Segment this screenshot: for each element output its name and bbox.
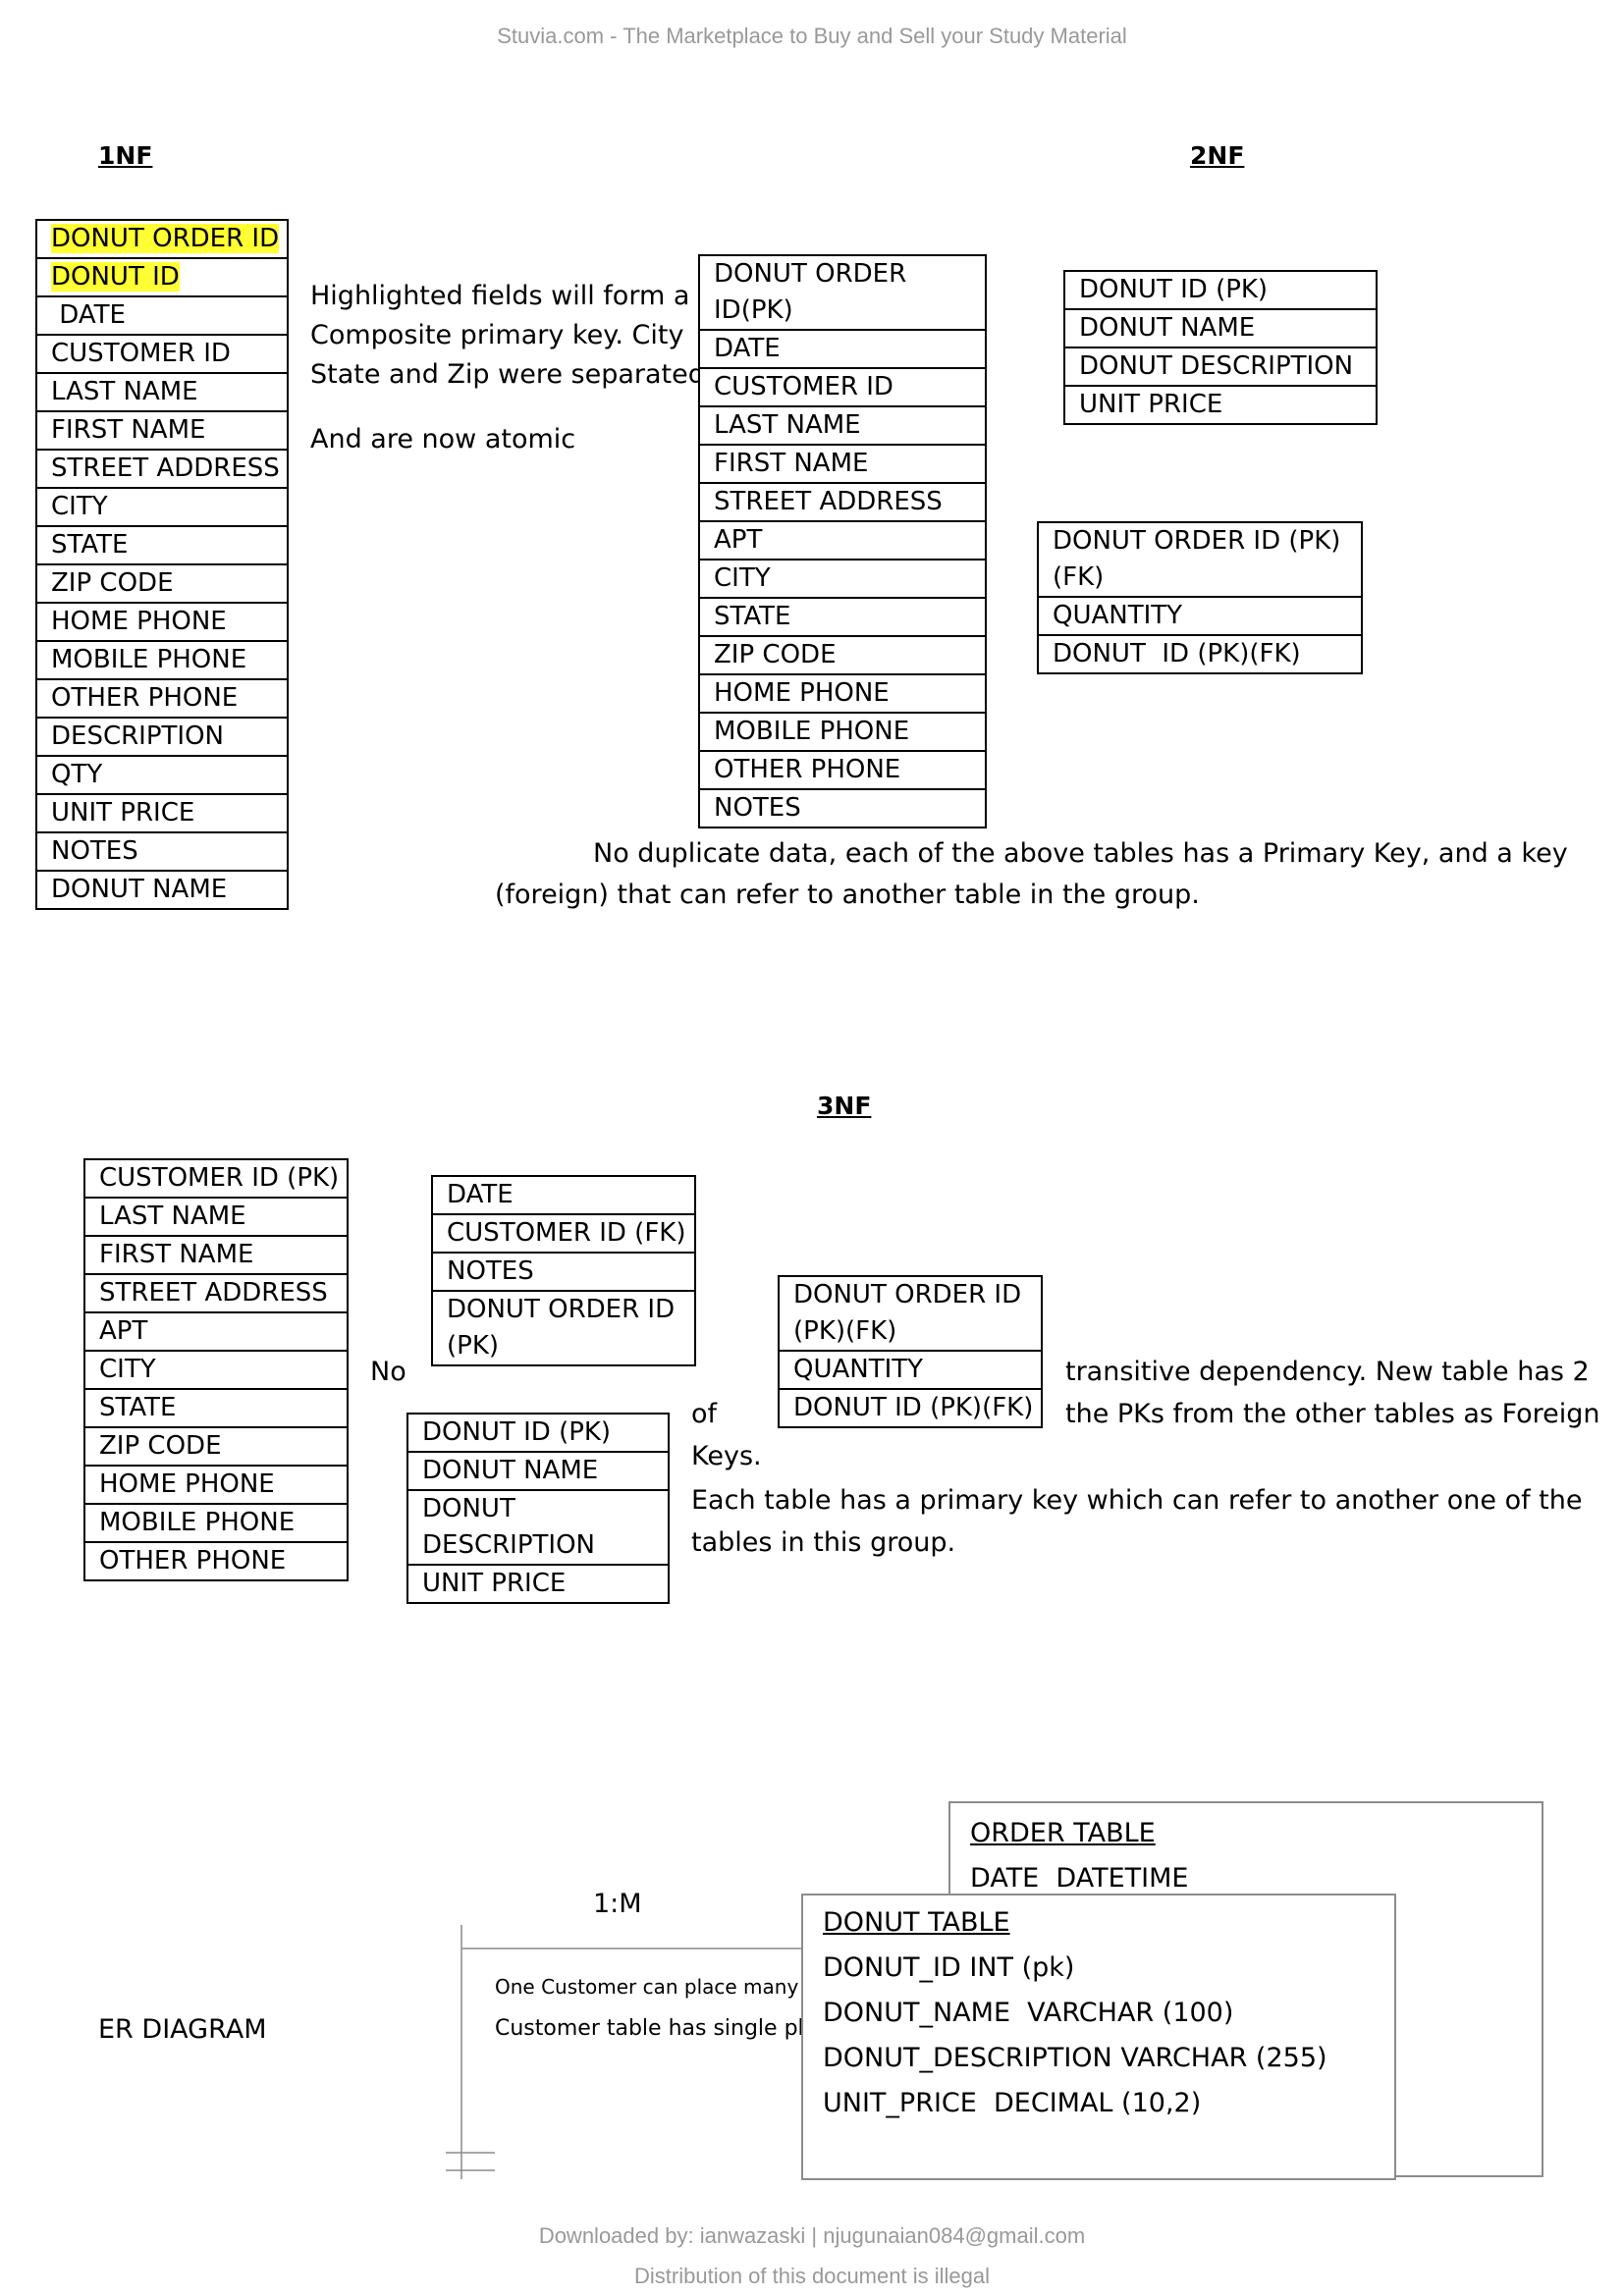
er-order-table-line: DATE DATETIME — [970, 1863, 1189, 1894]
nf1-note: Highlighted fields will form a Composite… — [310, 281, 705, 390]
er-cardinality: 1:M — [593, 1889, 642, 1919]
table-row: STREET ADDRESS — [85, 1273, 347, 1311]
table-row: STATE — [85, 1388, 347, 1426]
nf1-table: DONUT ORDER ID DONUT ID DATE CUSTOMER ID… — [35, 219, 289, 910]
table-row: DONUT NAME — [408, 1451, 668, 1489]
table-row: CUSTOMER ID (PK) — [99, 1163, 340, 1193]
table-row: CITY — [85, 1350, 347, 1388]
table-row: DONUT ID — [37, 257, 287, 295]
header-watermark: Stuvia.com - The Marketplace to Buy and … — [497, 24, 1127, 48]
er-donut-line: DONUT_NAME VARCHAR (100) — [823, 1998, 1234, 2028]
table-row: DATE — [37, 295, 287, 334]
nf2-donut-table: DONUT ID (PK) DONUT NAME DONUT DESCRIPTI… — [1063, 270, 1378, 425]
er-donut-line: UNIT_PRICE DECIMAL (10,2) — [823, 2088, 1202, 2118]
table-row: UNIT PRICE — [1065, 385, 1376, 423]
er-order-table-title: ORDER TABLE — [970, 1818, 1156, 1848]
table-row: UNIT PRICE — [37, 793, 287, 831]
table-row: LAST NAME — [37, 372, 287, 410]
nf3-text-line4: tables in this group. — [691, 1527, 956, 1558]
table-row: FIRST NAME — [37, 410, 287, 449]
table-row: OTHER PHONE — [700, 750, 985, 788]
table-row: UNIT PRICE — [408, 1564, 668, 1602]
nf3-word-no: No — [370, 1357, 406, 1387]
table-row: NOTES — [37, 831, 287, 870]
nf2-line-table: DONUT ORDER ID (PK) (FK) QUANTITY DONUT … — [1037, 521, 1363, 674]
table-row: MOBILE PHONE — [37, 640, 287, 678]
er-note1: One Customer can place many Ord — [495, 1975, 801, 1999]
nf1-note-atomic: And are now atomic — [310, 424, 576, 454]
table-row: DONUT ID (PK)(FK) — [1039, 634, 1361, 672]
table-row: FIRST NAME — [700, 444, 985, 482]
table-row: DONUT DESCRIPTION — [1065, 347, 1376, 385]
table-row: APT — [85, 1311, 347, 1350]
nf3-text-keys: Keys. — [691, 1441, 762, 1471]
nf2-order-table: DONUT ORDER ID(PK) DATE CUSTOMER ID LAST… — [698, 254, 987, 828]
table-row: DATE — [700, 329, 985, 367]
table-row: DONUT ORDER ID(PK) — [714, 259, 907, 325]
table-row: ZIP CODE — [700, 635, 985, 673]
er-diagram-label: ER DIAGRAM — [98, 2014, 267, 2045]
table-row: HOME PHONE — [85, 1465, 347, 1503]
table-row: HOME PHONE — [700, 673, 985, 712]
table-row: STATE — [37, 525, 287, 563]
table-row: DATE — [447, 1180, 514, 1209]
table-row: ZIP CODE — [37, 563, 287, 602]
table-row: DONUT ORDER ID (PK) — [433, 1290, 694, 1364]
table-row: CITY — [700, 559, 985, 597]
table-row: OTHER PHONE — [37, 678, 287, 717]
table-row: DONUT ID (PK) — [422, 1417, 612, 1447]
table-row: QUANTITY — [780, 1350, 1041, 1388]
nf3-text-line3: Each table has a primary key which can r… — [691, 1485, 1583, 1516]
nf2-note-line2: (foreign) that can refer to another tabl… — [495, 880, 1200, 910]
table-row: CITY — [37, 487, 287, 525]
nf3-text-right2: the PKs from the other tables as Foreign — [1065, 1399, 1600, 1429]
table-row: ZIP CODE — [85, 1426, 347, 1465]
table-row: CUSTOMER ID (FK) — [433, 1213, 694, 1252]
table-row: CUSTOMER ID — [700, 367, 985, 405]
table-row: STATE — [700, 597, 985, 635]
table-row: DONUT NAME — [37, 870, 287, 908]
section-title-2nf: 2NF — [1190, 141, 1245, 170]
footer-distribution: Distribution of this document is illegal — [634, 2264, 990, 2288]
nf2-note-line1: No duplicate data, each of the above tab… — [593, 838, 1568, 869]
table-row: LAST NAME — [700, 405, 985, 444]
table-row: MOBILE PHONE — [85, 1503, 347, 1541]
nf3-donut-table: DONUT ID (PK) DONUT NAME DONUT DESCRIPTI… — [406, 1413, 670, 1604]
table-row: OTHER PHONE — [85, 1541, 347, 1579]
table-row: STREET ADDRESS — [37, 449, 287, 487]
table-row: APT — [700, 520, 985, 559]
table-row: DONUT DESCRIPTION — [408, 1489, 668, 1564]
table-row: STREET ADDRESS — [700, 482, 985, 520]
er-connector — [446, 1925, 803, 2179]
er-donut-table-title: DONUT TABLE — [823, 1907, 1010, 1938]
nf3-line-table: DONUT ORDER ID (PK)(FK) QUANTITY DONUT I… — [778, 1275, 1043, 1428]
table-row: LAST NAME — [85, 1197, 347, 1235]
nf3-word-of: of — [691, 1399, 718, 1429]
table-row: DONUT ORDER ID — [51, 224, 280, 253]
table-row: DONUT ORDER ID (PK) (FK) — [1053, 526, 1341, 592]
table-row: HOME PHONE — [37, 602, 287, 640]
table-row: DONUT ID (PK)(FK) — [780, 1388, 1041, 1426]
footer-downloaded: Downloaded by: ianwazaski | njugunaian08… — [538, 2223, 1086, 2248]
table-row: DONUT NAME — [1065, 308, 1376, 347]
table-row: QTY — [37, 755, 287, 793]
nf3-customer-table: CUSTOMER ID (PK) LAST NAME FIRST NAME ST… — [83, 1158, 349, 1581]
table-row: CUSTOMER ID — [37, 334, 287, 372]
er-donut-line: DONUT_DESCRIPTION VARCHAR (255) — [823, 2043, 1327, 2073]
nf3-order-table: DATE CUSTOMER ID (FK) NOTES DONUT ORDER … — [431, 1175, 696, 1366]
table-row: DESCRIPTION — [37, 717, 287, 755]
table-row: FIRST NAME — [85, 1235, 347, 1273]
section-title-1nf: 1NF — [98, 141, 153, 170]
er-donut-line: DONUT_ID INT (pk) — [823, 1952, 1075, 1983]
table-row: NOTES — [700, 788, 985, 827]
table-row: DONUT ORDER ID (PK)(FK) — [793, 1280, 1022, 1346]
table-row: MOBILE PHONE — [700, 712, 985, 750]
er-donut-table-box: DONUT TABLE DONUT_ID INT (pk) DONUT_NAME… — [801, 1894, 1396, 2180]
section-title-3nf: 3NF — [817, 1092, 872, 1120]
er-note2: Customer table has single pk — [495, 2016, 811, 2041]
nf3-text-right1: transitive dependency. New table has 2 — [1065, 1357, 1590, 1387]
table-row: NOTES — [433, 1252, 694, 1290]
table-row: QUANTITY — [1039, 596, 1361, 634]
table-row: DONUT ID (PK) — [1079, 275, 1269, 304]
